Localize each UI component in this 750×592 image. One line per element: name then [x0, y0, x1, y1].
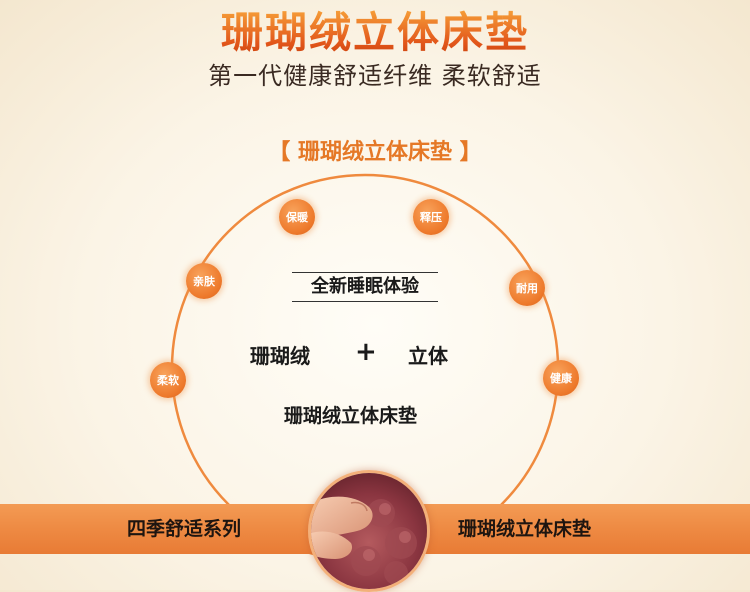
badge-rouruan: 柔软	[150, 362, 186, 398]
badge-shiya: 释压	[413, 199, 449, 235]
badge-jiankang: 健康	[543, 360, 579, 396]
coral-fleece-word: 珊瑚绒	[250, 344, 310, 368]
banner-right-label: 珊瑚绒立体床垫	[458, 518, 592, 540]
section-title: 【 珊瑚绒立体床垫 】	[268, 140, 482, 165]
fabric-illustration	[311, 473, 427, 589]
page-title: 珊瑚绒立体床垫	[0, 8, 750, 58]
banner-left-label: 四季舒适系列	[127, 518, 242, 540]
badge-naiyong: 耐用	[509, 270, 545, 306]
plus-sign: +	[355, 337, 377, 367]
product-name-line: 珊瑚绒立体床垫	[284, 405, 418, 427]
fabric-closeup-image	[308, 470, 430, 592]
page-subtitle: 第一代健康舒适纤维 柔软舒适	[208, 62, 542, 90]
badge-qinfu: 亲肤	[186, 263, 222, 299]
3d-word: 立体	[408, 344, 448, 368]
experience-headline: 全新睡眠体验	[292, 272, 438, 302]
badge-baonuan: 保暖	[279, 199, 315, 235]
